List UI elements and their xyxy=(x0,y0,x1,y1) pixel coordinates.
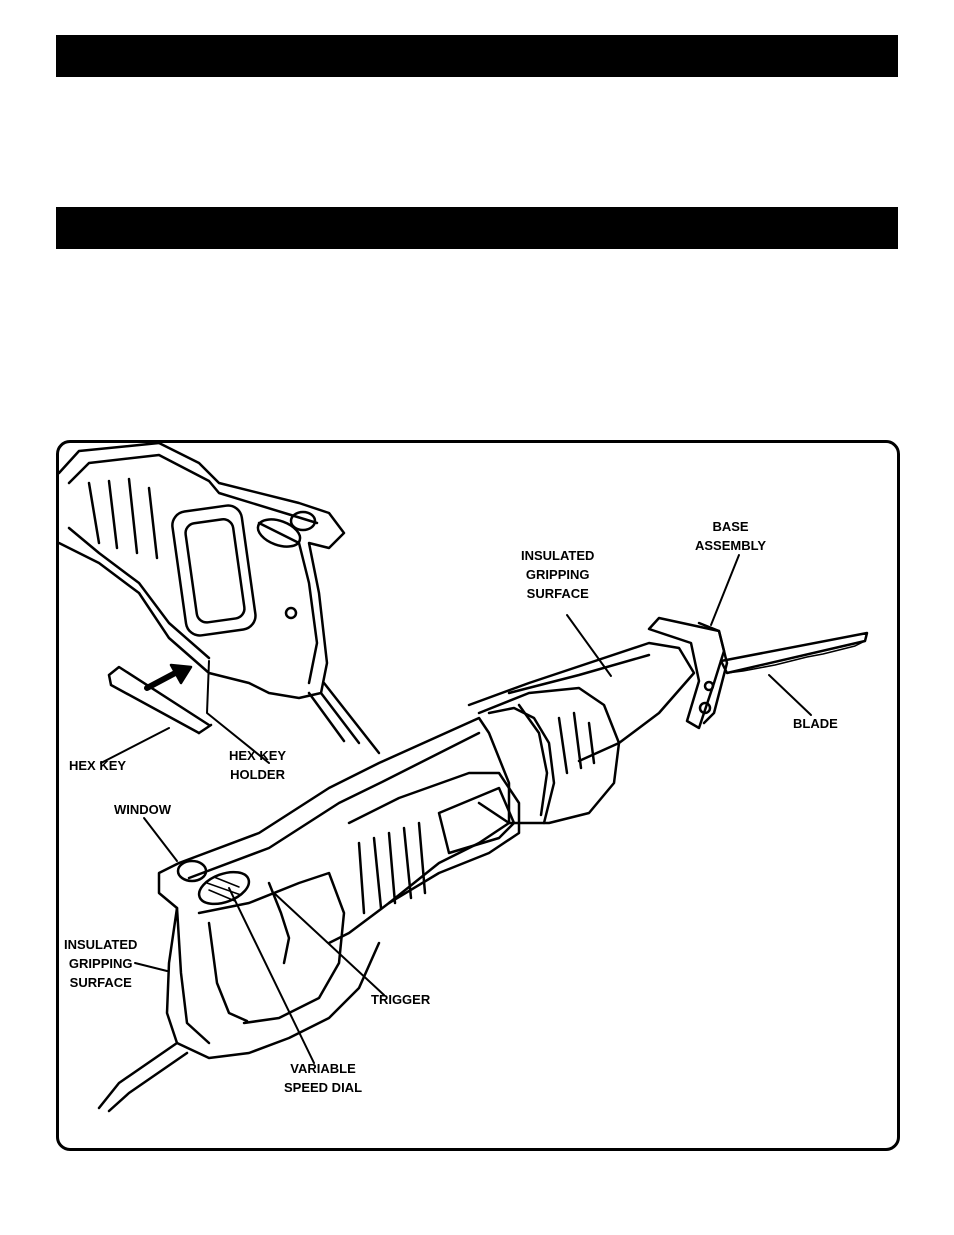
reciprocating-saw-figure: BASE ASSEMBLY INSULATED GRIPPING SURFACE… xyxy=(56,440,900,1151)
label-base-assembly: BASE ASSEMBLY xyxy=(695,519,767,553)
label-variable-speed-dial: VARIABLE SPEED DIAL xyxy=(284,1061,363,1095)
label-trigger: TRIGGER xyxy=(371,992,431,1007)
label-hex-key: HEX KEY xyxy=(69,758,127,773)
label-window: WINDOW xyxy=(114,802,172,817)
section-header-bar-1 xyxy=(56,35,898,77)
saw-illustration xyxy=(59,443,869,1113)
section-header-bar-2 xyxy=(56,207,898,249)
label-insulated-gripping-surface-rear: INSULATED GRIPPING SURFACE xyxy=(64,937,138,990)
main-saw-drawing xyxy=(97,616,869,1113)
label-hex-key-holder: HEX KEY HOLDER xyxy=(229,748,287,782)
label-blade: BLADE xyxy=(793,716,838,731)
inset-handle-drawing xyxy=(59,443,381,755)
label-insulated-gripping-surface-front: INSULATED GRIPPING SURFACE xyxy=(521,548,595,601)
leader-lines xyxy=(100,554,812,1064)
